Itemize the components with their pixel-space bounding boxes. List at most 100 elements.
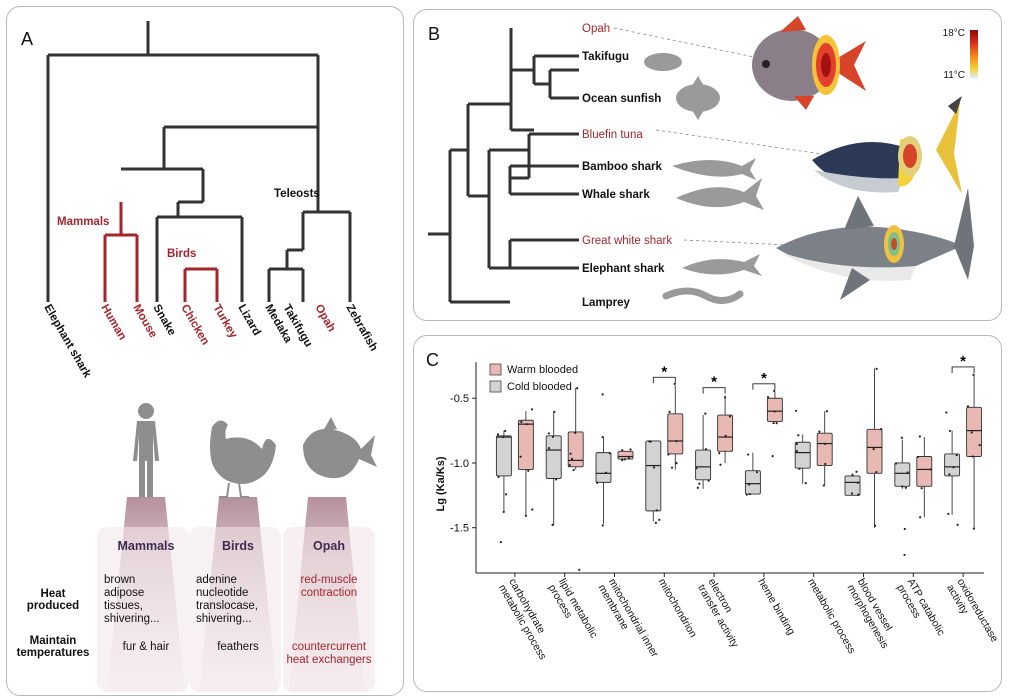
data-point — [578, 568, 581, 571]
data-point — [572, 468, 575, 472]
box-iqr — [944, 453, 961, 477]
colorbar-max-label: 18°C — [943, 28, 965, 39]
box-cold-4 — [695, 412, 712, 489]
clade-label-teleosts: Teleosts — [274, 188, 320, 200]
data-point — [850, 492, 854, 495]
data-point — [629, 448, 632, 451]
data-point — [903, 527, 906, 531]
box-warm-1 — [567, 387, 584, 571]
data-point — [504, 429, 507, 433]
heat-produced-text: translocase, — [196, 600, 258, 612]
heat-produced-text: contraction — [301, 587, 357, 599]
box-warm-2 — [617, 448, 634, 462]
data-point — [667, 453, 670, 456]
data-point — [855, 470, 858, 473]
data-point — [704, 448, 708, 451]
heat-produced-text: adenine — [196, 574, 237, 586]
data-point — [874, 524, 877, 527]
x-tick-label: lipid metabolicprocess — [546, 577, 600, 647]
taxon-label-opah: Opah — [312, 303, 337, 334]
box-cold-5 — [744, 452, 761, 496]
data-point — [901, 485, 904, 488]
data-point — [675, 461, 678, 465]
data-point — [948, 473, 951, 476]
data-point — [698, 482, 701, 485]
data-point — [773, 389, 776, 392]
data-point — [825, 410, 829, 413]
box-warm-5 — [766, 389, 783, 458]
x-tick-label: mitochondrial innermembrane — [596, 577, 661, 666]
taxon-label-whale-shark: Whale shark — [582, 189, 650, 201]
data-point — [576, 387, 579, 390]
panel-b-label: B — [428, 24, 440, 44]
data-point — [695, 467, 698, 470]
taxon-label-opah: Opah — [582, 23, 610, 35]
data-point — [824, 462, 827, 466]
data-point — [719, 463, 722, 466]
taxon-label-takifugu: Takifugu — [582, 51, 629, 63]
data-point — [502, 435, 505, 439]
data-point — [904, 486, 907, 489]
group-illustrations — [97, 403, 377, 692]
data-point — [773, 410, 776, 413]
taxon-label-zebrafish: Zebrafish — [343, 303, 379, 354]
box-iqr — [966, 406, 983, 457]
data-point — [497, 475, 500, 479]
box-iqr — [866, 428, 883, 474]
x-tick-label: oxidoreductaseactivity — [944, 577, 1000, 651]
data-point — [621, 459, 624, 462]
data-point — [524, 514, 527, 517]
data-point — [920, 487, 923, 490]
human-silhouette-icon — [133, 403, 159, 497]
data-point — [673, 382, 676, 385]
data-point — [530, 408, 534, 411]
box-iqr — [667, 413, 684, 455]
heat-produced-text: nucleotide — [196, 587, 248, 599]
y-tick-label: -1.5 — [450, 523, 469, 535]
box-iqr — [645, 440, 662, 512]
data-point — [755, 471, 759, 474]
panel-c: C Warm blooded Cold blooded Lg (Ka/Ks) -… — [413, 335, 1002, 692]
data-point — [496, 433, 500, 436]
data-point — [875, 367, 878, 370]
box-warm-0 — [517, 408, 534, 517]
panel-b-tree — [428, 26, 579, 304]
box-iqr — [794, 441, 811, 469]
box-warm-7 — [866, 367, 883, 528]
data-point — [747, 453, 750, 456]
data-point — [547, 447, 551, 450]
group-title-birds: Birds — [222, 539, 254, 553]
data-point — [655, 509, 658, 512]
data-point — [652, 466, 656, 469]
taxon-label-bamboo-shark: Bamboo shark — [582, 161, 662, 173]
data-point — [668, 410, 671, 413]
data-point — [724, 434, 727, 437]
data-point — [570, 457, 574, 460]
data-point — [745, 493, 748, 496]
data-point — [972, 527, 975, 530]
significance-bracket — [752, 383, 776, 390]
row-header-heat: produced — [27, 600, 79, 612]
data-point — [525, 423, 528, 426]
significance-star: * — [661, 363, 667, 380]
row-header-maintain: temperatures — [17, 647, 90, 659]
data-point — [718, 452, 721, 455]
row-header-maintain: Maintain — [30, 635, 77, 647]
box-warm-4 — [717, 395, 734, 466]
data-point — [574, 431, 577, 435]
data-point — [499, 541, 502, 544]
chart-legend: Warm blooded Cold blooded — [489, 363, 578, 393]
data-point — [955, 454, 958, 457]
significance-bracket — [702, 387, 726, 394]
taxon-label-elephant-shark: Elephant shark — [41, 303, 93, 381]
taxon-label-ocean-sunfish: Ocean sunfish — [582, 93, 661, 105]
box-cold-1 — [545, 410, 562, 527]
box-warm-9 — [966, 373, 983, 530]
data-point — [519, 455, 522, 458]
opah-illustration — [752, 16, 866, 110]
heat-produced-text: shivering... — [196, 613, 252, 625]
taxon-label-lamprey: Lamprey — [582, 297, 631, 309]
data-point — [723, 396, 727, 399]
